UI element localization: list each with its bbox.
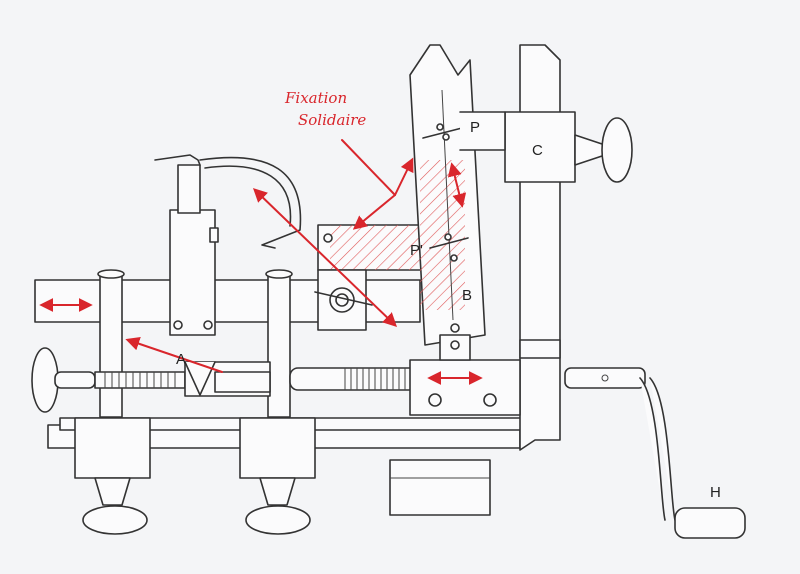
label-a: A	[176, 351, 186, 368]
label-p-prime: P'	[410, 242, 423, 259]
crank-h[interactable]	[564, 367, 746, 539]
label-h: H	[710, 484, 721, 501]
pivot-p	[422, 123, 463, 141]
annotation-line1: Fixation	[284, 89, 347, 107]
c-handwheel[interactable]	[574, 117, 633, 183]
middle-foot	[239, 417, 316, 535]
left-foot	[74, 417, 151, 535]
fixation-annotation: Fixation Solidaire	[284, 89, 366, 129]
column-c	[459, 44, 576, 451]
tool-post	[154, 154, 219, 336]
part-labels: A B C H P P'	[176, 119, 721, 501]
label-b: B	[462, 287, 472, 304]
annotation-line2: Solidaire	[298, 111, 366, 129]
annotation-arrows	[39, 139, 483, 385]
carriage	[409, 334, 521, 416]
label-c: C	[532, 142, 543, 159]
label-p: P	[470, 119, 480, 136]
pivot-p-prime	[429, 233, 469, 262]
tool-holder-a	[184, 361, 271, 397]
left-handwheel[interactable]	[31, 347, 96, 413]
vertical-slide-b	[409, 44, 486, 346]
